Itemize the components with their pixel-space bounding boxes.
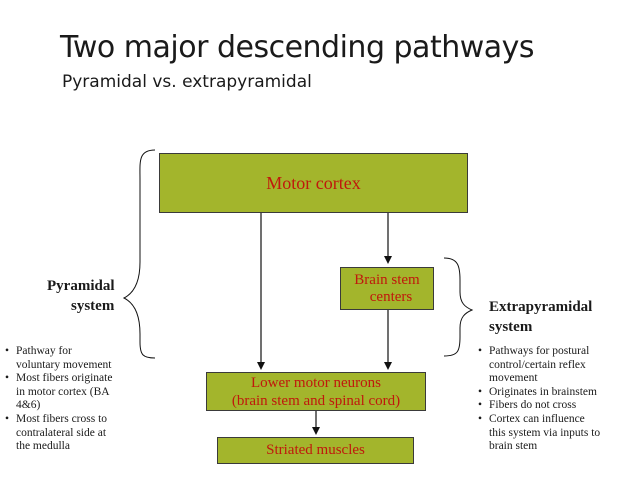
bullet-line: movement (489, 372, 538, 385)
extrapyramidal-bullet: Cortex can influence this system via inp… (478, 413, 636, 454)
extrapyramidal-label-line-1: Extrapyramidal (489, 299, 593, 315)
motor-cortex-box: Motor cortex (159, 153, 468, 213)
pyramidal-bullet: Most fibers cross to contralateral side … (5, 413, 155, 454)
bullet-line: 4&6) (16, 399, 41, 412)
pyramidal-label-line-2: system (71, 298, 115, 314)
pyramidal-label-line-1: Pyramidal (47, 278, 115, 294)
bullet-line: control/certain reflex (489, 358, 586, 371)
extrapyramidal-bullet: Fibers do not cross (478, 399, 636, 413)
lower-motor-neurons-box: Lower motor neurons (brain stem and spin… (206, 372, 426, 411)
slide-subtitle: Pyramidal vs. extrapyramidal (62, 72, 312, 92)
bullet-line: Fibers do not cross (489, 399, 577, 412)
bullet-line: contralateral side at (16, 426, 107, 439)
bullet-line: in motor cortex (BA (16, 385, 110, 398)
bullet-line: Most fibers cross to (16, 412, 108, 425)
bullet-line: Most fibers originate (16, 372, 113, 385)
motor-cortex-label: Motor cortex (266, 172, 361, 193)
extrapyramidal-bullet-list: Pathways for postural control/certain re… (478, 345, 636, 454)
brain-stem-centers-box: Brain stem centers (340, 267, 434, 310)
extrapyramidal-bullet: Pathways for postural control/certain re… (478, 345, 636, 386)
bullet-line: this system via inputs to (489, 426, 601, 439)
lower-motor-neurons-line-1: Lower motor neurons (251, 374, 381, 391)
extrapyramidal-bullet: Originates in brainstem (478, 386, 636, 400)
slide-title: Two major descending pathways (60, 30, 535, 65)
pyramidal-system-label: Pyramidal system (47, 276, 115, 316)
brain-stem-centers-line-2: centers (369, 288, 413, 305)
brain-stem-centers-line-1: Brain stem (354, 271, 420, 288)
bullet-line: Pathway for (16, 345, 72, 357)
bullet-line: the medulla (16, 440, 70, 453)
striated-muscles-label: Striated muscles (266, 442, 365, 458)
pyramidal-bullet-list: Pathway for voluntary movement Most fibe… (5, 345, 155, 454)
bullet-line: Cortex can influence (489, 412, 585, 425)
pyramidal-bullet: Pathway for voluntary movement (5, 345, 155, 372)
lower-motor-neurons-line-2: (brain stem and spinal cord) (231, 392, 401, 409)
bullet-line: voluntary movement (16, 358, 112, 371)
extrapyramidal-system-label: Extrapyramidal system (489, 297, 592, 337)
extrapyramidal-label-line-2: system (489, 319, 533, 335)
bullet-line: brain stem (489, 440, 538, 453)
pyramidal-brace (122, 149, 156, 359)
pyramidal-bullet: Most fibers originate in motor cortex (B… (5, 372, 155, 413)
striated-muscles-box: Striated muscles (217, 437, 414, 464)
extrapyramidal-brace (443, 257, 474, 357)
bullet-line: Pathways for postural (489, 345, 590, 357)
bullet-line: Originates in brainstem (489, 385, 597, 398)
